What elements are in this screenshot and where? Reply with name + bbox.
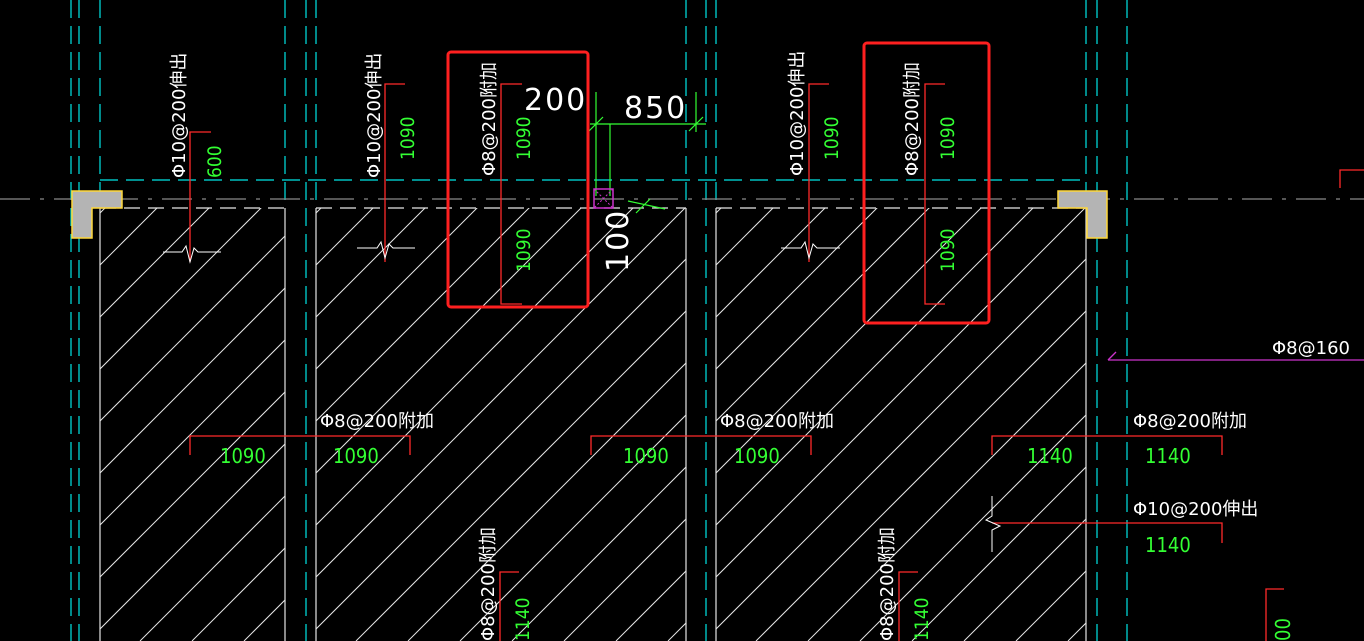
slab-hatch-region-a: [0, 181, 285, 641]
hatch-line: [859, 414, 1086, 641]
hatch-line: [139, 495, 285, 641]
hatch-line: [100, 287, 285, 474]
hatch-line: [316, 208, 530, 422]
mid-rebar-3-left: 1140: [1027, 444, 1073, 468]
bottom-rebar-2: Φ8@200附加 1140: [877, 527, 933, 641]
column-left: [71, 190, 123, 239]
hatch-line: [100, 208, 262, 370]
mid-rebar-3-right: 1140: [1145, 444, 1191, 468]
hatch-line: [100, 339, 285, 526]
top-rebar-3-length-top: 1090: [513, 117, 535, 161]
mid-rebar-1: Φ8@200附加 1090 1090: [189, 411, 434, 468]
bottom-rebar-1: Φ8@200附加 1140: [478, 527, 534, 641]
hatch-line: [807, 362, 1086, 641]
hatch-line: [563, 518, 686, 641]
hatch-line: [316, 208, 686, 578]
dimension-200-text: 200: [524, 83, 587, 118]
hatch-line: [963, 518, 1086, 641]
edge-rebar-fragments: [1265, 169, 1364, 641]
mid-rebar-3: Φ8@200附加 1140 1140: [991, 411, 1247, 468]
hatch-line: [511, 466, 686, 641]
mid-rebar-2-right: 1090: [734, 444, 780, 468]
mid-rebar-1-left: 1090: [220, 444, 266, 468]
top-rebar-3: Φ8@200附加 1090 1090: [479, 62, 535, 305]
hatch-line: [100, 208, 158, 266]
top-rebar-2-length: 1090: [397, 117, 419, 161]
slab-hatch-region-b: [0, 181, 686, 641]
mid-rebar-2: Φ8@200附加 1090 1090: [590, 411, 834, 468]
dimension-850-text: 850: [624, 91, 687, 126]
top-rebar-3-label: Φ8@200附加: [479, 62, 500, 176]
hatch-line: [316, 208, 582, 474]
highlight-box-2: [862, 41, 991, 325]
hatch-line: [316, 208, 426, 318]
top-rebar-2-label: Φ10@200伸出: [364, 53, 385, 178]
right-rebar-phi10-label: Φ10@200伸出: [1133, 499, 1258, 520]
top-rebar-1: Φ10@200伸出 600: [163, 53, 226, 264]
edge-length-fragment: 00: [1271, 618, 1295, 641]
top-rebar-4-label: Φ10@200伸出: [787, 51, 808, 176]
hatch-line: [355, 310, 686, 641]
hatch-line: [911, 466, 1086, 641]
hatch-line: [316, 258, 686, 630]
top-rebar-4: Φ10@200伸出 1090: [781, 51, 843, 262]
hatch-line: [716, 208, 774, 266]
hatch-line: [100, 391, 285, 578]
slab-hatch-region-c: [716, 208, 1086, 641]
hatch-line: [100, 235, 285, 422]
hatch-line: [100, 443, 285, 630]
hatch-line: [716, 208, 1086, 578]
right-rebar-phi8-160-label: Φ8@160: [1272, 338, 1350, 359]
top-rebar-2: Φ10@200伸出 1090: [357, 53, 419, 262]
top-rebar-5: Φ8@200附加 1090 1090: [902, 62, 959, 305]
top-rebar-5-length-top: 1090: [937, 117, 959, 161]
top-rebar-4-length: 1090: [821, 117, 843, 161]
hatch-line: [316, 208, 374, 266]
top-rebar-1-label: Φ10@200伸出: [169, 53, 190, 178]
mid-rebar-3-label: Φ8@200附加: [1133, 411, 1247, 432]
right-rebar-phi8-160: Φ8@160: [1107, 338, 1364, 361]
hatch-line: [100, 208, 106, 214]
hatch-line: [716, 208, 930, 422]
highlight-box-1: [446, 50, 590, 309]
hatch-line: [316, 208, 478, 370]
beam-outlines: [99, 207, 1087, 641]
dimension-850: [588, 92, 706, 214]
hatch-line: [716, 208, 982, 474]
top-rebar-5-length-bottom: 1090: [937, 229, 959, 273]
top-rebar-3-length-bottom: 1090: [513, 229, 535, 273]
hatch-line: [716, 208, 878, 370]
mid-rebar-1-right: 1090: [333, 444, 379, 468]
hatch-line: [316, 208, 322, 214]
bottom-rebar-1-length: 1140: [512, 598, 534, 641]
dimension-100-text: 100: [601, 209, 636, 272]
hatch-line: [191, 547, 285, 641]
purple-marker: [593, 188, 614, 209]
top-rebar-5-label: Φ8@200附加: [902, 62, 923, 176]
mid-rebar-2-left: 1090: [623, 444, 669, 468]
hatch-line: [100, 208, 210, 318]
hatch-line: [0, 181, 296, 641]
right-rebar-phi10-length: 1140: [1145, 533, 1191, 557]
hatch-line: [0, 181, 80, 641]
hatch-line: [716, 208, 826, 318]
hatch-line: [716, 208, 1034, 526]
hatch-line: [459, 414, 686, 641]
bottom-rebar-2-label: Φ8@200附加: [877, 527, 898, 641]
top-rebar-1-length: 600: [204, 145, 226, 178]
hatch-line: [407, 362, 686, 641]
bottom-rebar-2-length: 1140: [911, 598, 933, 641]
column-right: [1057, 190, 1108, 239]
hatch-line: [755, 310, 1086, 641]
hatch-line: [316, 208, 634, 526]
hatch-line: [716, 258, 1086, 630]
hatch-line: [615, 570, 686, 641]
bottom-rebar-1-label: Φ8@200附加: [478, 527, 499, 641]
mid-rebar-2-label: Φ8@200附加: [720, 411, 834, 432]
right-rebar-phi10: Φ10@200伸出 1140: [984, 496, 1258, 557]
mid-rebar-1-label: Φ8@200附加: [320, 411, 434, 432]
